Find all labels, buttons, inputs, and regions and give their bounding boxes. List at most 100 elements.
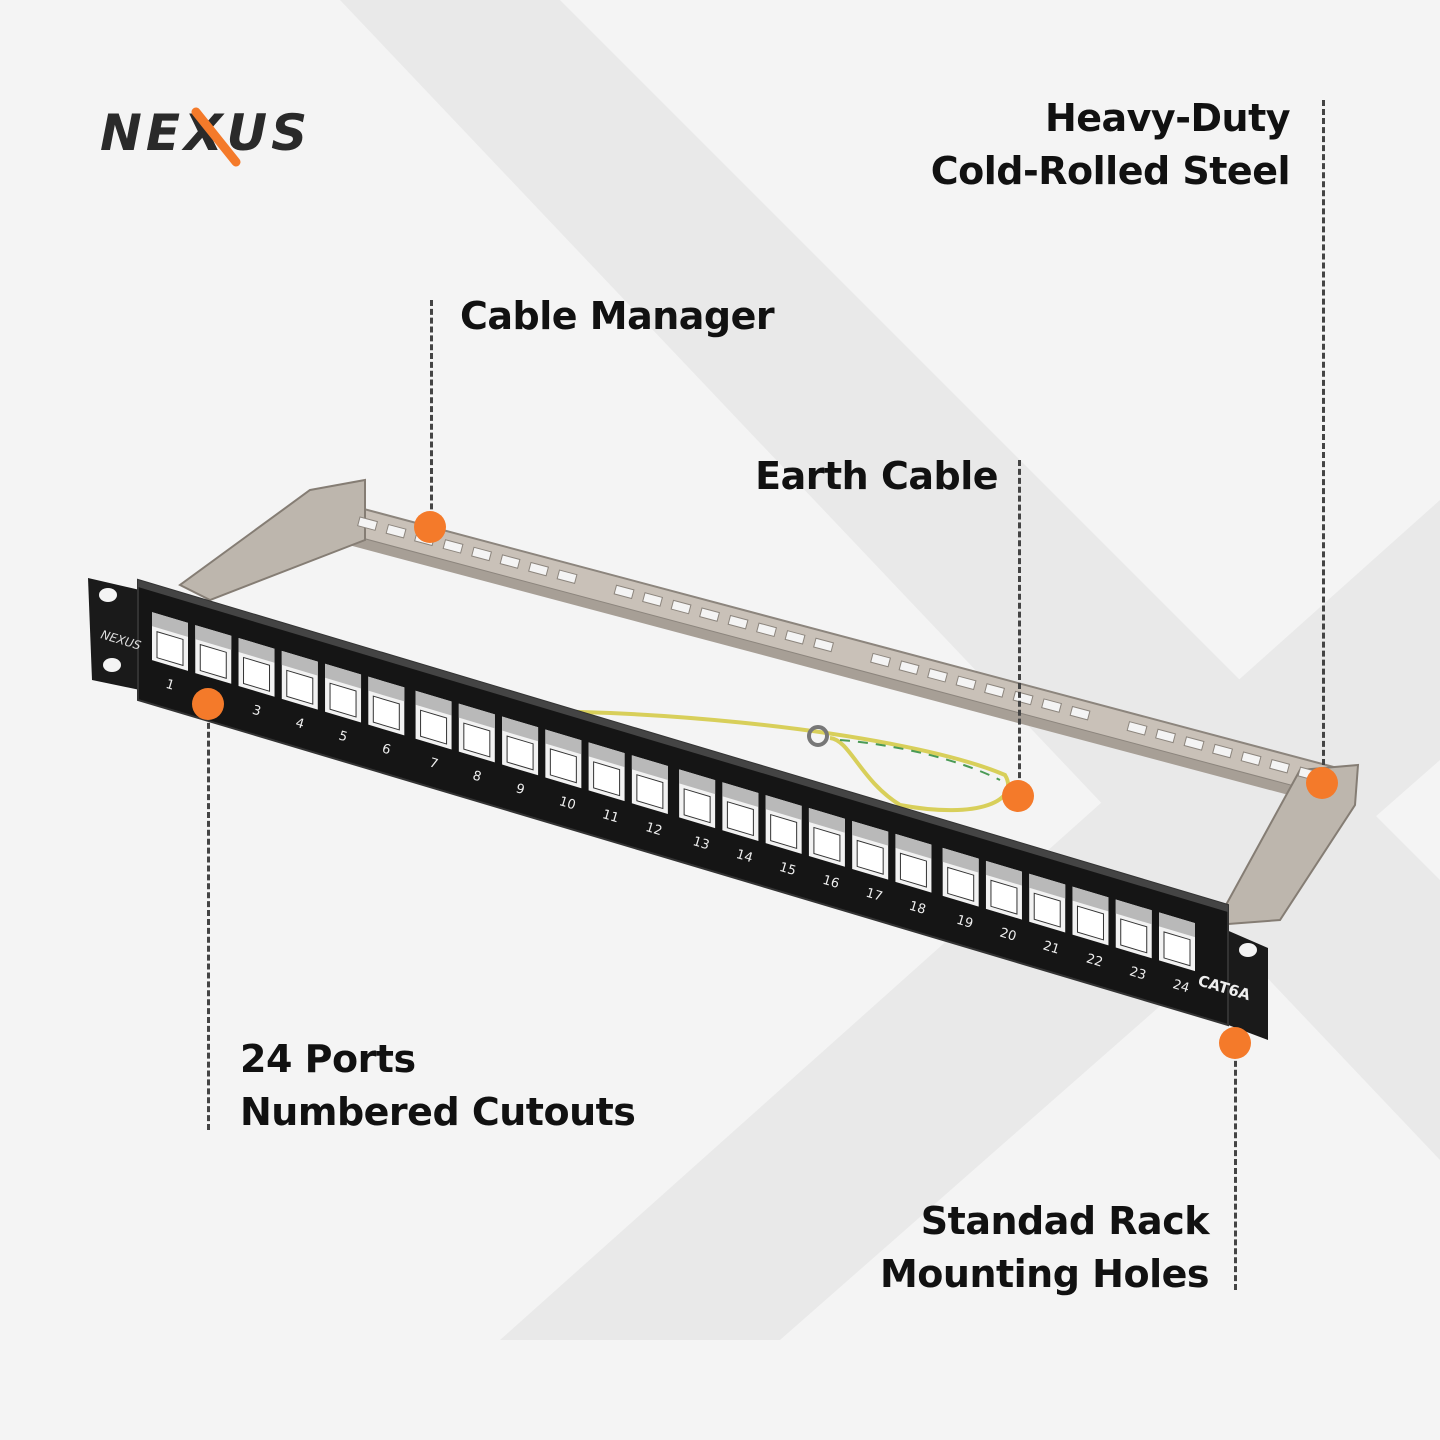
port-number-24: 24: [1171, 977, 1191, 996]
cable-manager-slot: [357, 516, 379, 531]
cable-manager-slot: [528, 561, 550, 577]
leader-line-earth-cable: [1018, 460, 1021, 796]
callout-ports-line1: 24 Ports: [240, 1037, 416, 1081]
brand-logo: NEXUS: [100, 100, 350, 170]
port-number-10: 10: [557, 794, 577, 813]
cable-manager-slot: [898, 660, 920, 675]
left-support-arm: [178, 478, 366, 602]
right-support-arm: [1213, 763, 1360, 927]
cable-manager-slot: [955, 675, 977, 691]
brand-name: NEXUS: [100, 104, 311, 162]
callout-steel-line1: Heavy-Duty: [1044, 96, 1291, 140]
cable-manager-slot: [727, 614, 749, 630]
port-number-13: 13: [691, 834, 711, 853]
callout-dot-ports: [192, 688, 224, 720]
port-number-16: 16: [821, 873, 841, 892]
port-9: [502, 716, 539, 776]
port-number-8: 8: [471, 768, 483, 785]
callout-ports: 24 Ports Numbered Cutouts: [240, 1033, 636, 1139]
port-15: [765, 795, 802, 854]
cable-manager-slot: [699, 607, 721, 622]
port-22: [1072, 886, 1109, 946]
callout-ports-line2: Numbered Cutouts: [240, 1090, 636, 1134]
port-23: [1115, 899, 1152, 959]
cable-manager-slot: [870, 652, 892, 668]
leader-line-steel: [1322, 100, 1325, 783]
leader-line-mounting: [1234, 1043, 1237, 1290]
leader-line-ports: [207, 705, 210, 1130]
port-20: [985, 860, 1022, 920]
port-6: [368, 676, 405, 736]
cable-manager-slot: [642, 592, 664, 607]
cable-manager-slot: [442, 539, 464, 554]
callout-earth-cable: Earth Cable: [755, 450, 998, 503]
port-number-17: 17: [864, 886, 884, 905]
port-number-6: 6: [380, 741, 392, 758]
callout-earth-cable-line1: Earth Cable: [755, 454, 998, 498]
port-1: [152, 612, 188, 671]
port-number-22: 22: [1084, 951, 1104, 970]
cable-manager-slot: [1240, 751, 1262, 766]
port-number-19: 19: [955, 913, 975, 932]
port-12: [631, 755, 668, 814]
port-number-23: 23: [1128, 964, 1148, 983]
cable-manager-slot: [1126, 721, 1148, 736]
port-7: [415, 690, 452, 750]
cable-manager-slot: [813, 637, 835, 653]
port-number-1: 1: [164, 677, 176, 694]
cable-manager-slot: [499, 554, 521, 569]
callout-cable-manager-line1: Cable Manager: [460, 294, 775, 338]
port-4: [281, 650, 318, 710]
port-number-3: 3: [250, 703, 262, 720]
port-number-18: 18: [907, 899, 927, 918]
port-19: [942, 847, 979, 907]
port-16: [808, 808, 845, 867]
callout-dot-mounting: [1219, 1027, 1251, 1059]
callout-steel: Heavy-Duty Cold-Rolled Steel: [930, 92, 1291, 198]
port-18: [895, 833, 932, 893]
cable-manager-slot: [1183, 736, 1205, 751]
cable-manager-slot: [1155, 728, 1177, 744]
earth-cable-ring: [807, 725, 829, 747]
port-number-15: 15: [778, 860, 798, 879]
port-14: [722, 782, 759, 841]
port-number-20: 20: [998, 926, 1018, 945]
port-5: [325, 663, 362, 723]
port-2: [195, 625, 232, 684]
port-number-7: 7: [427, 756, 439, 773]
callout-mounting-line2: Mounting Holes: [879, 1252, 1210, 1296]
port-number-5: 5: [337, 729, 349, 746]
cable-manager-slot: [613, 584, 635, 600]
left-mounting-ear: [88, 578, 140, 690]
logo-x-accent: [191, 107, 241, 167]
cable-manager-slot: [984, 683, 1006, 698]
port-17: [852, 820, 889, 880]
port-number-4: 4: [294, 716, 306, 733]
port-3: [238, 637, 275, 697]
callout-mounting-line1: Standad Rack: [920, 1199, 1210, 1243]
cable-manager-slot: [670, 599, 692, 615]
cable-manager-slot: [1269, 758, 1291, 774]
cable-manager-slot: [927, 667, 949, 683]
port-10: [545, 729, 582, 789]
port-number-11: 11: [600, 807, 620, 826]
callout-cable-manager: Cable Manager: [460, 290, 775, 343]
port-number-12: 12: [644, 820, 664, 839]
cable-manager-slot: [471, 546, 493, 562]
earth-cable: [419, 709, 1011, 813]
cable-manager-slot: [756, 622, 778, 638]
cable-manager-slot: [1041, 698, 1063, 713]
callout-dot-cable-manager: [414, 511, 446, 543]
cable-manager-slot: [784, 630, 806, 645]
port-number-9: 9: [514, 781, 526, 798]
callout-steel-line2: Cold-Rolled Steel: [930, 149, 1291, 193]
cable-manager-slot: [1212, 743, 1234, 759]
callout-mounting: Standad Rack Mounting Holes: [879, 1195, 1210, 1301]
port-number-14: 14: [734, 847, 754, 866]
callout-dot-steel: [1306, 767, 1338, 799]
leader-line-cable-manager: [430, 300, 433, 527]
port-number-21: 21: [1041, 939, 1061, 958]
port-11: [588, 742, 625, 802]
port-13: [679, 769, 716, 829]
